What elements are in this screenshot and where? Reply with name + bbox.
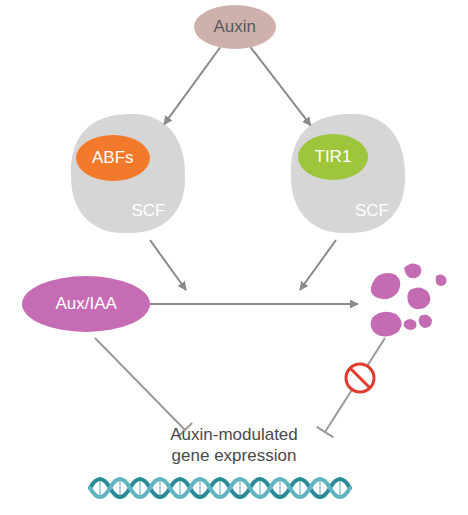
inhibition-line — [95, 338, 185, 430]
node-label: SCF — [131, 201, 165, 221]
activation-arrow — [164, 47, 220, 124]
degradation-arrow — [150, 303, 358, 305]
node-label: SCF — [355, 201, 389, 221]
protein-fragments — [371, 263, 447, 336]
pathway-arrow — [150, 240, 186, 290]
scf-complex: SCF TIR1 — [288, 112, 408, 236]
repressor-ellipse: Aux/IAA — [22, 276, 150, 332]
scf-complex: SCF ABFs — [68, 112, 188, 236]
pathway-arrow — [300, 240, 336, 290]
node-label: Auxin — [214, 17, 257, 37]
signal-ellipse: Auxin — [194, 5, 276, 49]
activation-arrow — [251, 47, 311, 125]
node-label: Aux/IAA — [56, 294, 117, 314]
no-sign — [346, 364, 374, 392]
inhibition-bar — [317, 427, 334, 438]
receptor-oval: ABFs — [76, 135, 150, 181]
node-label: ABFs — [92, 148, 134, 168]
dna-helix — [90, 479, 350, 497]
node-label: TIR1 — [315, 147, 352, 167]
outcome-label: Auxin-modulated gene expression — [149, 424, 319, 466]
receptor-oval: TIR1 — [298, 134, 368, 180]
inhibition-line — [325, 338, 385, 432]
